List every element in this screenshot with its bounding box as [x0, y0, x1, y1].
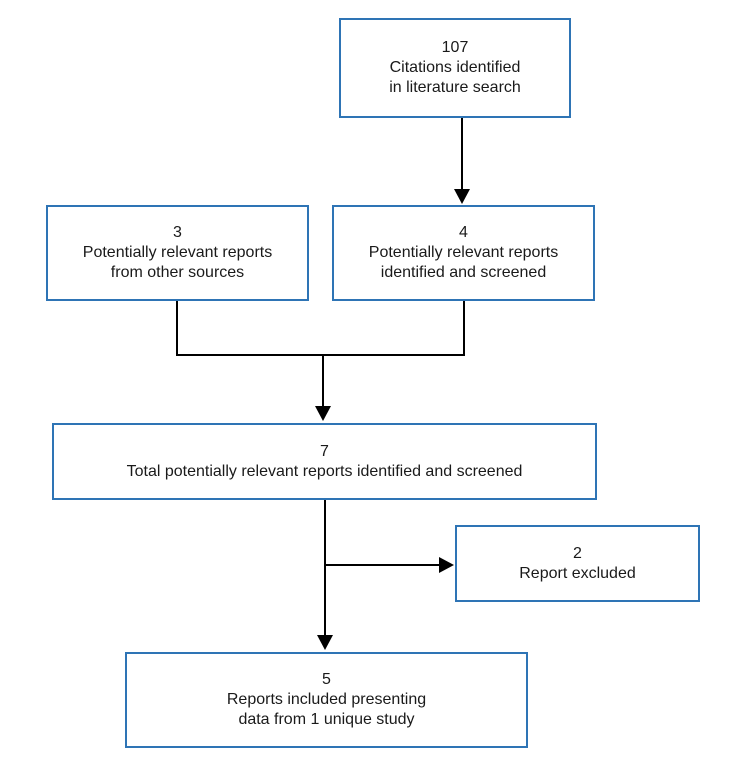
included-label-line1: Reports included presenting: [226, 691, 427, 708]
total-count: 7: [320, 442, 329, 460]
excluded-reports-box: 2 Report excluded: [455, 525, 700, 602]
arrowhead-included: [317, 635, 333, 650]
other-sources-label-line1: Potentially relevant reports: [82, 244, 273, 261]
citations-label-line1: Citations identified: [389, 59, 521, 76]
citations-label-line2: in literature search: [389, 79, 521, 96]
other-sources-label-line2: from other sources: [110, 264, 245, 281]
excluded-label: Report excluded: [519, 564, 636, 582]
merge-line: [176, 301, 465, 356]
excluded-count: 2: [573, 544, 582, 562]
other-sources-box: 3 Potentially relevant reports from othe…: [46, 205, 309, 301]
arrowhead-excluded: [439, 557, 454, 573]
included-count: 5: [322, 671, 331, 688]
other-sources-count: 3: [173, 224, 182, 241]
screened-reports-box: 4 Potentially relevant reports identifie…: [332, 205, 595, 301]
included-label-line2: data from 1 unique study: [238, 711, 415, 728]
arrowhead-total: [315, 406, 331, 421]
citations-count: 107: [441, 39, 469, 56]
screened-label-line2: identified and screened: [380, 264, 547, 281]
total-reports-box: 7 Total potentially relevant reports ide…: [52, 423, 597, 500]
screened-label-line1: Potentially relevant reports: [368, 244, 559, 261]
citations-identified-box: 107 Citations identified in literature s…: [339, 18, 571, 118]
included-reports-box: 5 Reports included presenting data from …: [125, 652, 528, 748]
total-label: Total potentially relevant reports ident…: [126, 462, 523, 480]
screened-count: 4: [459, 224, 468, 241]
arrowhead-screened: [454, 189, 470, 204]
